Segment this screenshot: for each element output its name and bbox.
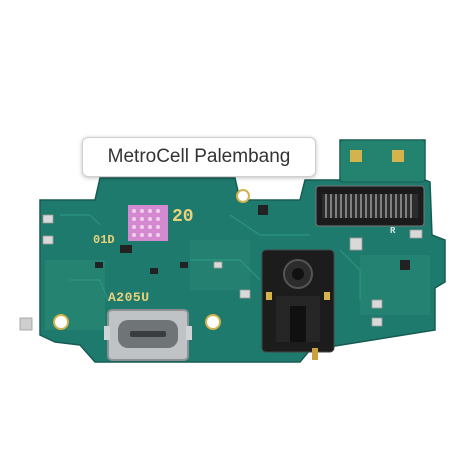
model-label: A205U: [108, 290, 150, 305]
mounting-hole: [53, 314, 69, 330]
watermark-text: MetroCell Palembang: [107, 146, 291, 167]
gold-pad-row: [350, 150, 362, 162]
mounting-hole: [236, 189, 250, 203]
watermark-badge: MetroCell Palembang: [82, 137, 316, 177]
mounting-hole: [205, 314, 221, 330]
chip-number-label: 20: [172, 207, 194, 227]
component-letter-label: R: [390, 226, 396, 236]
revision-label: 01D: [93, 233, 115, 247]
